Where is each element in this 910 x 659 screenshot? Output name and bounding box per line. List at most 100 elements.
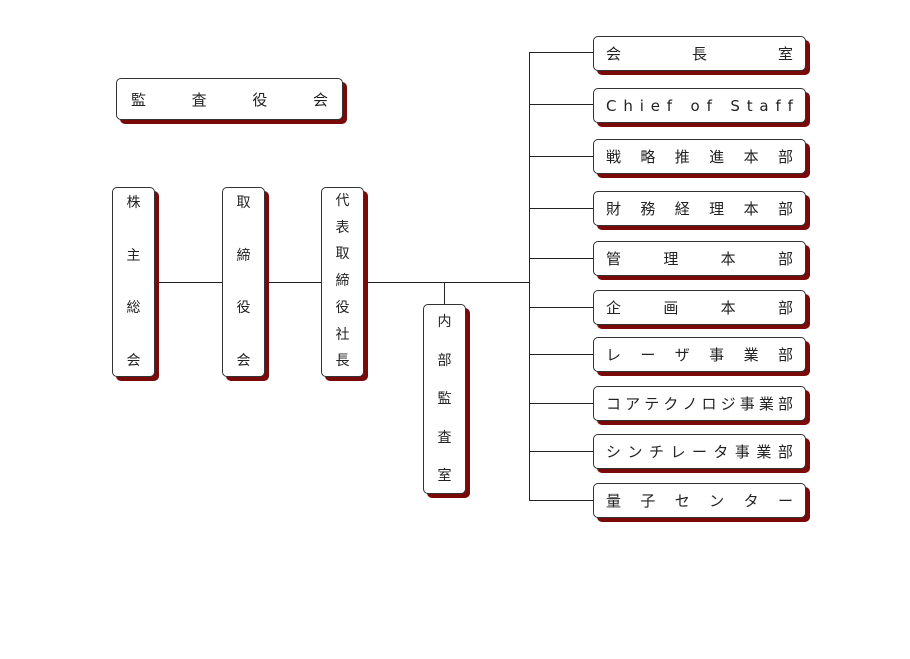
label-char: 業 xyxy=(743,346,759,364)
label-char: 事 xyxy=(739,395,755,413)
label-char: タ xyxy=(743,492,759,510)
dept-label: コアテクノロジ事業部 xyxy=(606,393,793,414)
label-char: 役 xyxy=(335,299,350,316)
connector-trunk xyxy=(529,52,530,500)
label-char: ロ xyxy=(701,395,717,413)
label-char: 部 xyxy=(777,250,793,268)
label-char: 監 xyxy=(437,391,452,407)
label-char: 部 xyxy=(777,443,793,461)
connector-branch xyxy=(529,307,593,308)
connector-branch xyxy=(529,403,593,404)
label-char: 長 xyxy=(335,353,350,370)
label-char: テ xyxy=(644,395,660,413)
label-char: 理 xyxy=(663,250,679,268)
label-char: 略 xyxy=(640,148,656,166)
dept-label: シンチレータ事業部 xyxy=(606,441,793,462)
dept-label: 管理本部 xyxy=(606,248,793,269)
label-char: 監 xyxy=(131,90,147,109)
dept-strategy: 戦略推進本部 xyxy=(593,139,806,174)
label-char: 査 xyxy=(191,90,207,109)
label-char: 部 xyxy=(777,299,793,317)
label-char: 部 xyxy=(777,200,793,218)
connector-branch xyxy=(529,52,593,53)
label-char: 本 xyxy=(720,299,736,317)
label-char: 会 xyxy=(236,352,251,369)
label-char: o xyxy=(690,96,700,115)
label-char: ク xyxy=(663,395,679,413)
label-char: 戦 xyxy=(606,148,622,166)
label-char: 部 xyxy=(777,395,793,413)
label-char xyxy=(679,97,684,115)
audit-board-box: 監査役会 xyxy=(116,78,343,120)
label-char: 締 xyxy=(335,273,350,290)
audit-board-label: 監査役会 xyxy=(131,89,328,110)
label-char: 会 xyxy=(126,352,141,369)
label-char: 取 xyxy=(335,246,350,263)
label-char: レ xyxy=(670,443,686,461)
label-char: 理 xyxy=(709,200,725,218)
dept-laser: レーザ事業部 xyxy=(593,337,806,372)
label-char: ア xyxy=(625,395,641,413)
label-char: レ xyxy=(606,346,622,364)
dept-quantum-center: 量子センター xyxy=(593,483,806,518)
label-char: ノ xyxy=(682,395,698,413)
label-char: 締 xyxy=(236,247,251,264)
label-char: C xyxy=(606,96,617,115)
label-char: 会 xyxy=(312,90,328,109)
dept-administration: 管理本部 xyxy=(593,241,806,276)
label-char: ー xyxy=(640,346,656,364)
label-char: セ xyxy=(674,492,690,510)
label-char: 務 xyxy=(640,200,656,218)
label-char: 室 xyxy=(777,45,793,63)
label-char: ン xyxy=(709,492,725,510)
label-char: 部 xyxy=(777,346,793,364)
label-char: 総 xyxy=(126,300,141,317)
label-char: 子 xyxy=(640,492,656,510)
connector-branch xyxy=(529,208,593,209)
connector-branch xyxy=(529,258,593,259)
label-char: 経 xyxy=(674,200,690,218)
label-char: S xyxy=(730,96,740,115)
label-char: 内 xyxy=(437,314,452,330)
label-char: 取 xyxy=(236,195,251,211)
dept-core-technology: コアテクノロジ事業部 xyxy=(593,386,806,421)
connector-branch xyxy=(529,451,593,452)
label-char: 部 xyxy=(437,352,452,369)
label-char: 株 xyxy=(126,195,141,211)
connector-branch xyxy=(529,500,593,501)
label-char: 財 xyxy=(606,200,622,218)
label-char: f xyxy=(666,96,673,115)
label-char: 査 xyxy=(437,429,452,446)
label-char: a xyxy=(759,96,769,115)
connector-branch xyxy=(529,156,593,157)
dept-finance: 財務経 理本部 xyxy=(593,191,806,226)
label-char: 本 xyxy=(720,250,736,268)
label-char: 業 xyxy=(758,395,774,413)
connector-branch xyxy=(529,104,593,105)
label-char: 本 xyxy=(743,200,759,218)
president-box: 代表取締役社長 xyxy=(321,187,364,377)
label-char: f xyxy=(775,96,781,115)
label-char: シ xyxy=(606,443,622,461)
label-char: ジ xyxy=(720,395,736,413)
dept-label: 戦略推進本部 xyxy=(606,146,793,167)
connector-audit xyxy=(444,282,445,304)
dept-planning: 企画本部 xyxy=(593,290,806,325)
dept-label: 量子センター xyxy=(606,490,793,511)
label-char: 画 xyxy=(663,299,679,317)
label-char: 量 xyxy=(606,492,622,510)
label-char: 表 xyxy=(335,219,350,236)
dept-label: 財務経 理本部 xyxy=(606,198,793,219)
dept-label: 会長室 xyxy=(606,43,793,64)
label-char: t xyxy=(746,96,753,115)
shareholders-meeting-box: 株主総会 xyxy=(112,187,155,377)
label-char: 室 xyxy=(437,468,452,484)
label-char: 部 xyxy=(777,148,793,166)
label-char: ー xyxy=(691,443,707,461)
label-char: e xyxy=(650,96,660,115)
label-char: 代 xyxy=(335,193,350,209)
label-char: f xyxy=(787,96,793,115)
dept-label: 企画本部 xyxy=(606,297,793,318)
